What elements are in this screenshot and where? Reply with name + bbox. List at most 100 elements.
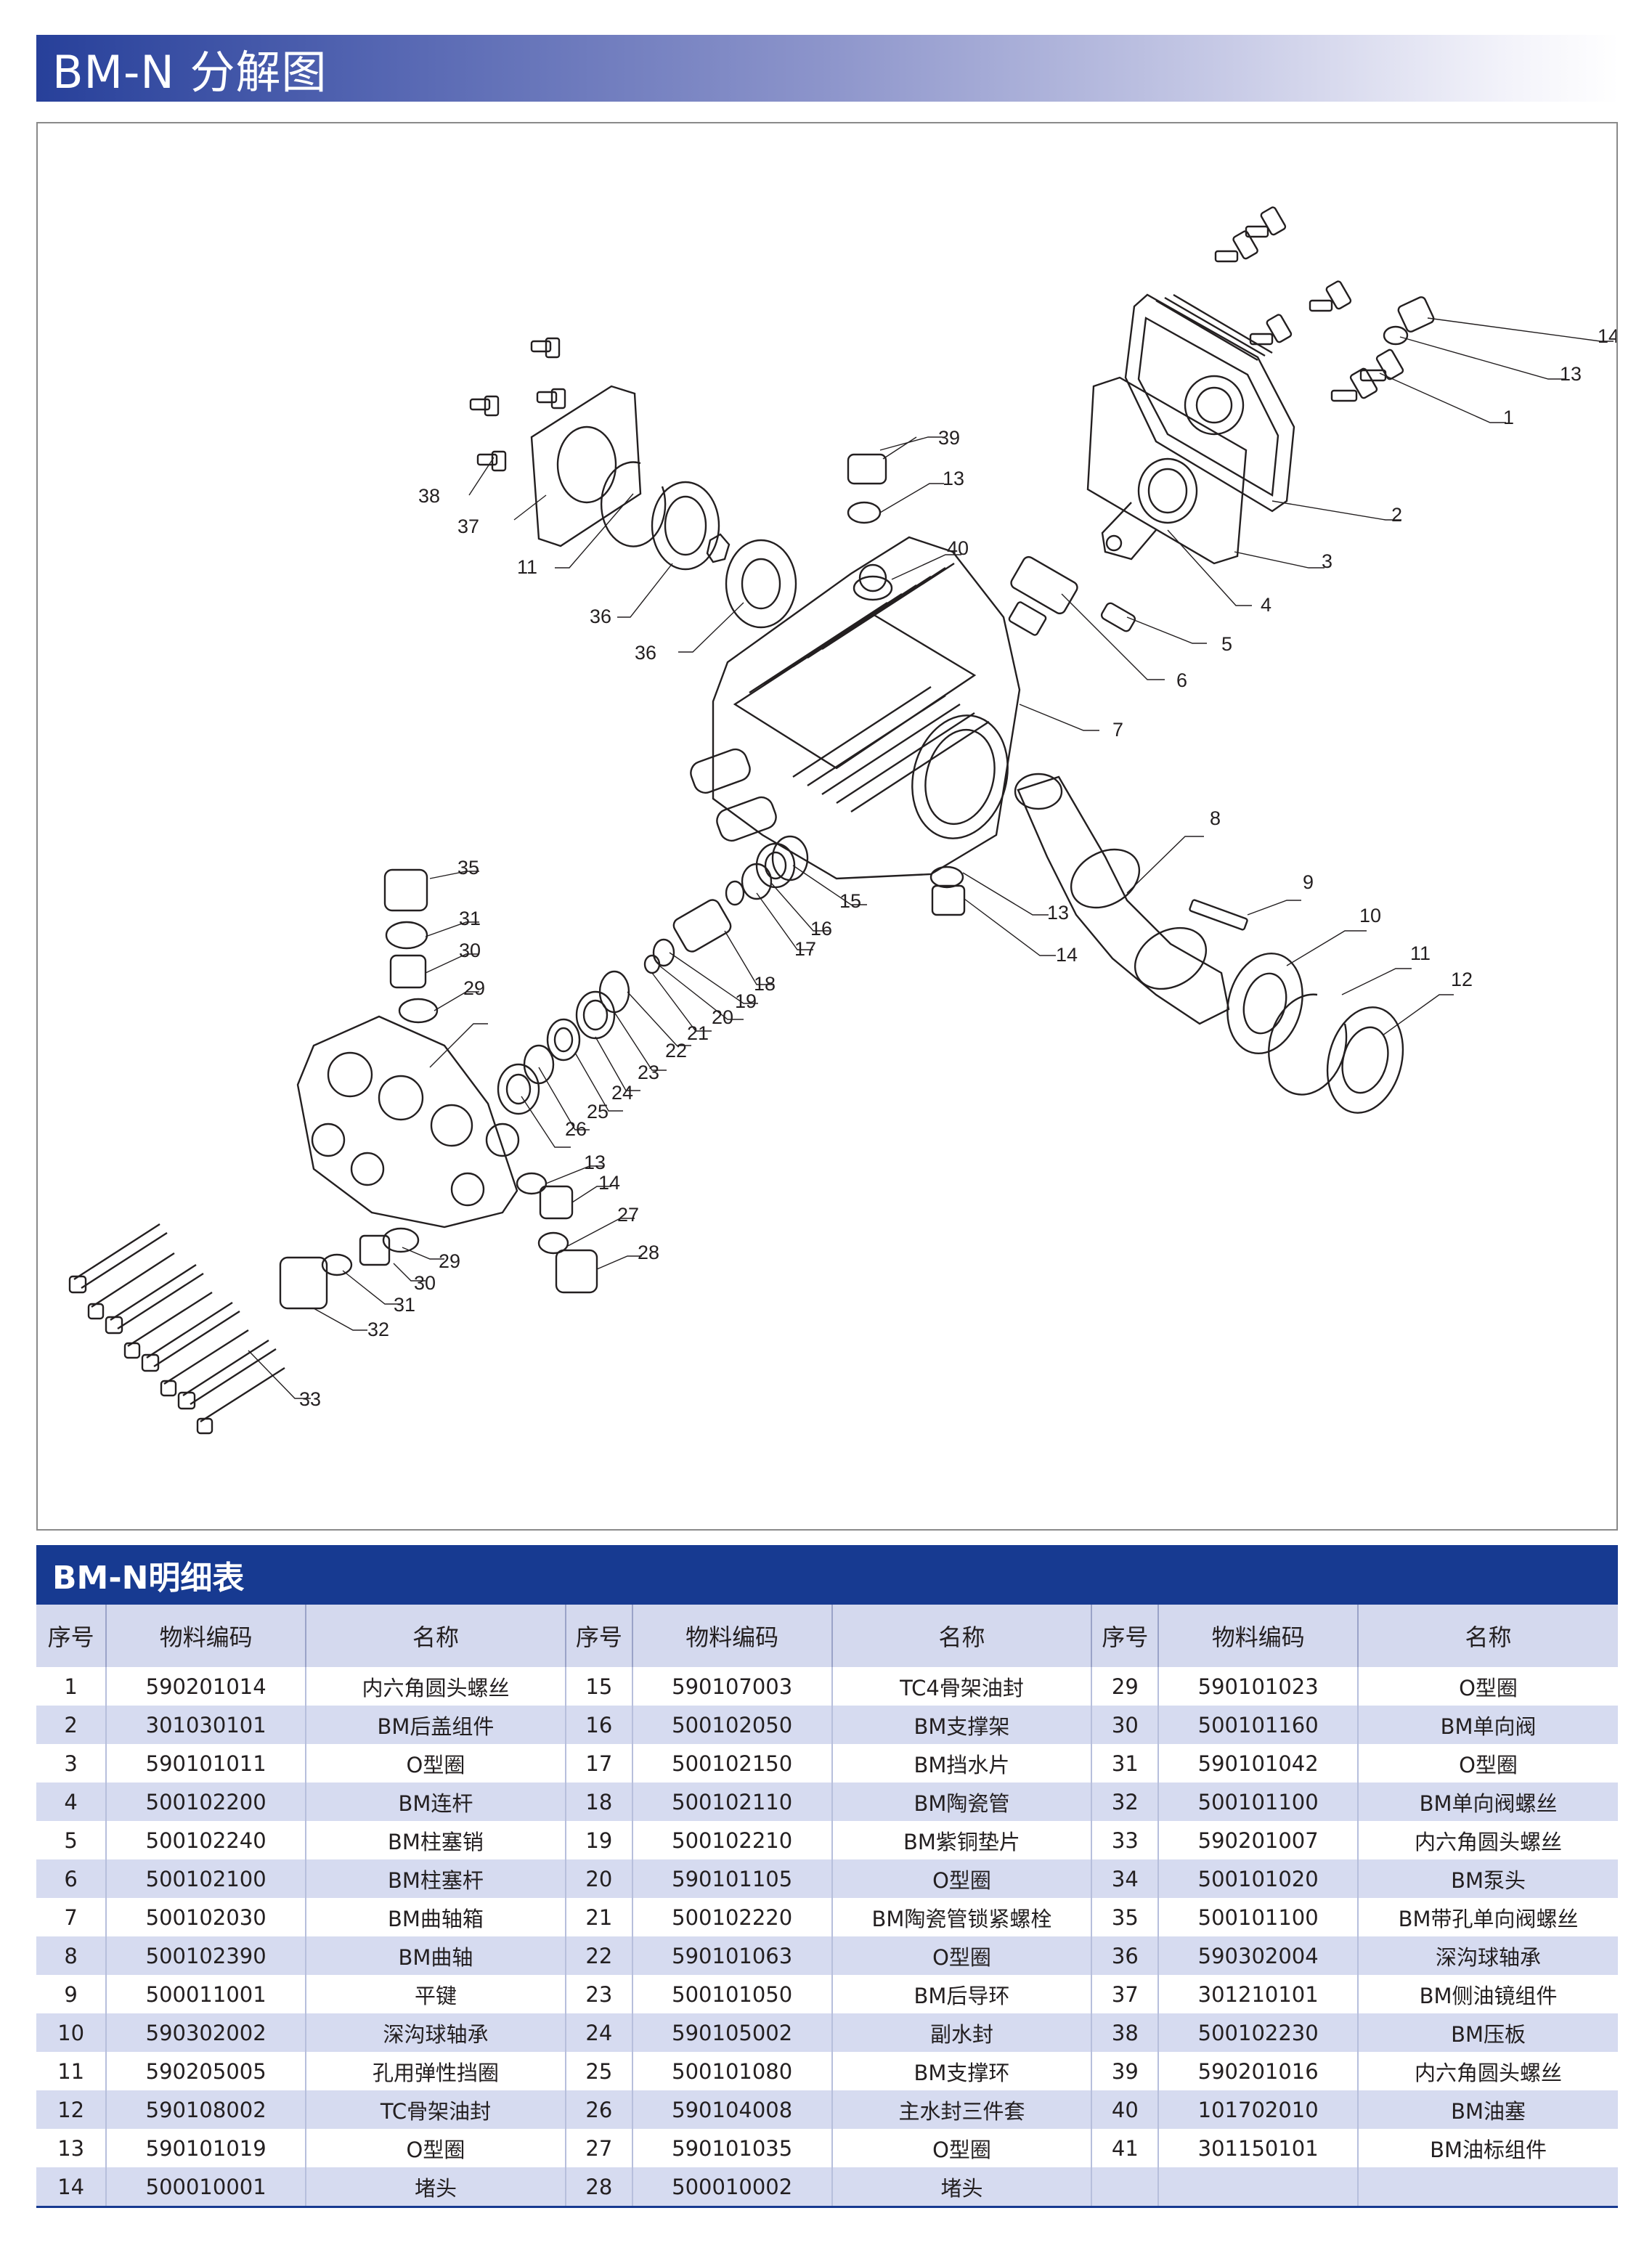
circlip-left xyxy=(600,461,667,547)
cell-name: BM单向阀 xyxy=(1357,1706,1618,1744)
callout-5: 5 xyxy=(1221,633,1232,655)
col-header-name: 名称 xyxy=(305,1605,566,1667)
callout-38: 37 xyxy=(457,516,479,537)
pressure-plate xyxy=(530,385,642,547)
cell-name: BM连杆 xyxy=(305,1783,566,1821)
cell-no: 24 xyxy=(564,2013,632,2052)
callout-31-low: 31 xyxy=(394,1294,415,1316)
plunger-rod xyxy=(1008,555,1078,636)
cell-code: 500102100 xyxy=(105,1859,306,1898)
callout-21: 21 xyxy=(687,1022,709,1044)
col-header-name: 名称 xyxy=(1357,1605,1618,1667)
callout-14-low: 14 xyxy=(598,1172,620,1194)
col-header-no: 序号 xyxy=(1091,1605,1159,1667)
cell-code: 500101080 xyxy=(631,2052,832,2090)
star-gear xyxy=(706,533,731,563)
cell-name: 深沟球轴承 xyxy=(305,2013,566,2052)
cell-code: 301150101 xyxy=(1157,2129,1359,2167)
cell-name: O型圈 xyxy=(831,1859,1092,1898)
cell-code: 500010001 xyxy=(105,2167,306,2208)
long-screws xyxy=(68,1223,285,1435)
cell-code: 590101063 xyxy=(631,1936,832,1975)
oil-seal-right xyxy=(1326,1006,1404,1114)
cell-name: BM后导环 xyxy=(831,1975,1092,2013)
cell-name: BM油塞 xyxy=(1357,2090,1618,2129)
lower-valve-set xyxy=(279,1227,420,1310)
cell-no: 38 xyxy=(1091,2013,1159,2052)
callout-29-top: 29 xyxy=(463,977,485,999)
callout-17: 17 xyxy=(794,938,816,960)
callout-32: 32 xyxy=(367,1319,389,1340)
callout-30-top: 30 xyxy=(459,940,481,961)
lower-plugs xyxy=(516,1172,598,1294)
cell-code: 590101042 xyxy=(1157,1744,1359,1783)
callout-4: 4 xyxy=(1261,594,1271,616)
cell-name: BM后盖组件 xyxy=(305,1706,566,1744)
callout-23: 23 xyxy=(638,1062,659,1083)
cell-name: O型圈 xyxy=(1357,1744,1618,1783)
cell-name: BM压板 xyxy=(1357,2013,1618,2052)
callout-28: 28 xyxy=(638,1242,659,1263)
cell-code: 500010002 xyxy=(631,2167,832,2208)
cell-name: BM支撑架 xyxy=(831,1706,1092,1744)
title-bar: BM-N 分解图 xyxy=(36,35,1619,102)
cell-code: 500102220 xyxy=(631,1898,832,1936)
cell-code xyxy=(1157,2167,1359,2208)
cell-no: 30 xyxy=(1091,1706,1159,1744)
callout-36: 36 xyxy=(635,642,656,664)
cell-code: 590104008 xyxy=(631,2090,832,2129)
cell-code: 590302002 xyxy=(105,2013,306,2052)
cell-name: O型圈 xyxy=(1357,1667,1618,1706)
cell-no: 11 xyxy=(57,2058,85,2084)
col-header-code: 物料编码 xyxy=(1157,1605,1359,1667)
cell-name: BM单向阀螺丝 xyxy=(1357,1783,1618,1821)
callout-2: 2 xyxy=(1391,504,1402,526)
cell-name: 内六角圆头螺丝 xyxy=(305,1667,566,1706)
callout-6: 6 xyxy=(1176,669,1187,691)
cell-code: 590101105 xyxy=(631,1859,832,1898)
cell-no: 22 xyxy=(564,1936,632,1975)
cell-name: 平键 xyxy=(305,1975,566,2013)
callout-13: 13 xyxy=(1560,363,1582,385)
cell-no: 37 xyxy=(1091,1975,1159,2013)
pump-head xyxy=(296,1015,520,1229)
cell-code: 301030101 xyxy=(105,1706,306,1744)
cell-code: 590101035 xyxy=(631,2129,832,2167)
cell-no xyxy=(1091,2167,1159,2208)
callout-labels: 14 13 1 2 3 4 5 6 7 8 9 10 11 12 13 14 3… xyxy=(299,325,1616,1410)
cell-no: 9 xyxy=(64,1981,78,2007)
cell-code: 590201016 xyxy=(1157,2052,1359,2090)
cell-name: 深沟球轴承 xyxy=(1357,1936,1618,1975)
callout-10: 10 xyxy=(1359,905,1381,926)
callout-13-oil: 13 xyxy=(943,468,964,489)
exploded-diagram: 14 13 1 2 3 4 5 6 7 8 9 10 11 12 13 14 3… xyxy=(36,122,1618,1531)
bearing-right xyxy=(1226,952,1303,1055)
cell-name: BM带孔单向阀螺丝 xyxy=(1357,1898,1618,1936)
cell-no: 6 xyxy=(36,1859,107,1898)
col-header-no: 序号 xyxy=(564,1605,632,1667)
callout-31-top: 31 xyxy=(459,908,481,929)
cell-no: 20 xyxy=(564,1859,632,1898)
callout-13-low: 13 xyxy=(584,1152,606,1173)
callout-29-low: 29 xyxy=(439,1250,460,1272)
cell-name: 副水封 xyxy=(831,2013,1092,2052)
cell-no: 18 xyxy=(564,1783,632,1821)
cell-name: TC骨架油封 xyxy=(305,2090,566,2129)
cell-name: 主水封三件套 xyxy=(831,2090,1092,2129)
cell-code: 500102210 xyxy=(631,1821,832,1859)
cell-name xyxy=(1357,2167,1618,2208)
cell-name: BM柱塞杆 xyxy=(305,1859,566,1898)
callout-14-mid: 14 xyxy=(1056,944,1078,966)
callout-41: 40 xyxy=(947,537,969,559)
cell-no: 21 xyxy=(564,1898,632,1936)
cell-name: BM支撑环 xyxy=(831,2052,1092,2090)
cell-code: 500102150 xyxy=(631,1744,832,1783)
cell-code: 500101160 xyxy=(1157,1706,1359,1744)
